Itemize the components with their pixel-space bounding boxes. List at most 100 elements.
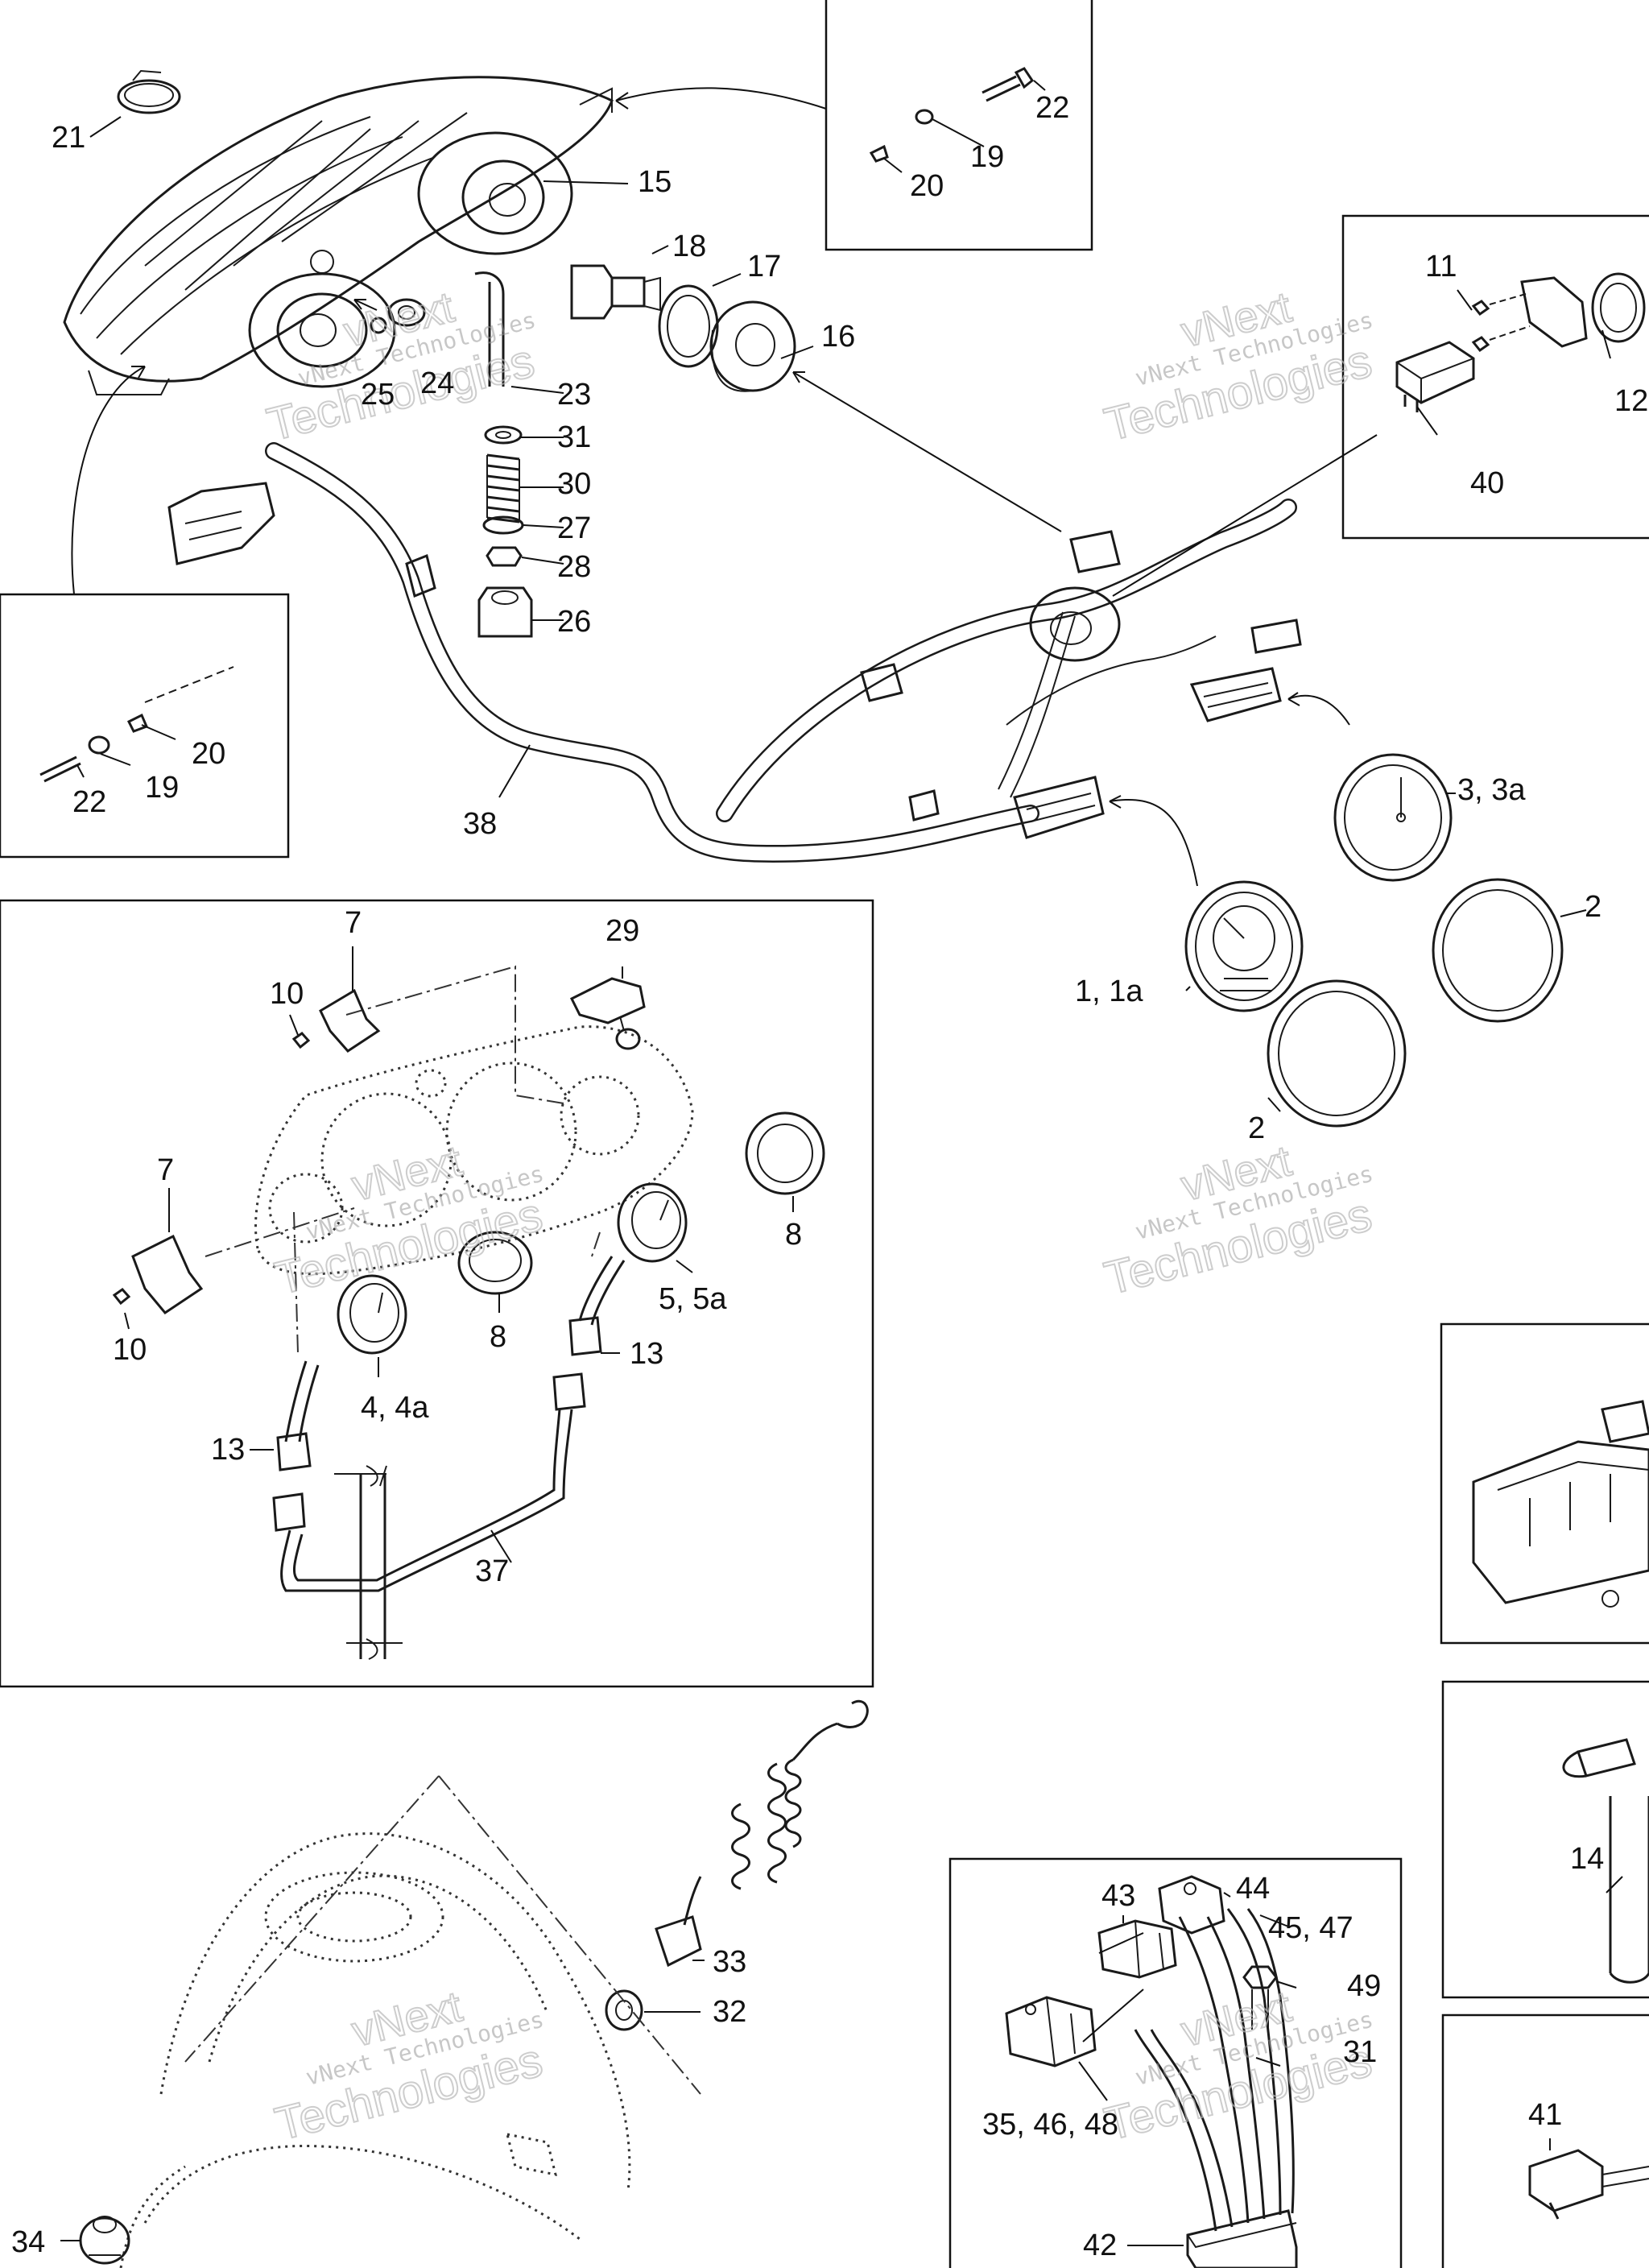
leader-lines [60, 80, 1623, 2246]
label-24: 24 [420, 366, 454, 400]
regulator-wires [1134, 1908, 1295, 2232]
regulator-42 [1186, 2209, 1298, 2268]
frame-connector-41 [1441, 2013, 1649, 2268]
label-26: 26 [557, 605, 591, 639]
label-20-top: 20 [910, 169, 944, 203]
tether-cord [605, 1700, 869, 2031]
label-42: 42 [1083, 2229, 1117, 2262]
grommet-24 [370, 298, 426, 334]
label-2-lower: 2 [1248, 1111, 1265, 1145]
gauge-3 [1333, 753, 1453, 882]
label-38: 38 [463, 807, 497, 841]
nut-10-lower [112, 1288, 131, 1306]
label-25: 25 [361, 378, 395, 412]
callout-labels: 22 19 20 21 15 18 17 16 24 25 23 31 30 2… [11, 91, 1648, 2262]
label-16: 16 [821, 320, 855, 354]
bracket-7-lower [131, 1234, 204, 1314]
label-43: 43 [1101, 1879, 1135, 1913]
label-14: 14 [1570, 1842, 1604, 1876]
label-22-left: 22 [72, 785, 106, 819]
harness-37 [280, 1409, 573, 1660]
label-7-lower: 7 [157, 1153, 174, 1187]
connector-35 [1005, 1996, 1097, 2067]
frame-mount-hardware-left [0, 593, 290, 859]
label-32: 32 [713, 1995, 746, 2029]
label-49: 49 [1347, 1969, 1381, 2003]
gauge-ring-2-lower [1267, 979, 1407, 1128]
gauge-tachometer-1 [1184, 880, 1304, 1012]
headlamp-assembly [63, 76, 614, 395]
connector-44 [1158, 1875, 1225, 1935]
label-21: 21 [52, 121, 85, 155]
label-18: 18 [672, 230, 706, 263]
nut-10-upper [291, 1032, 311, 1049]
fuse-box [1472, 1400, 1649, 1608]
frame-fuse-box [1440, 1322, 1649, 1645]
label-31-top: 31 [557, 420, 591, 454]
label-20-left: 20 [192, 737, 225, 771]
label-15: 15 [638, 165, 672, 199]
bezel-8-right [745, 1111, 825, 1195]
label-28: 28 [557, 550, 591, 584]
adjuster-stack [477, 425, 533, 638]
label-33: 33 [713, 1945, 746, 1979]
frame-regulator [948, 1857, 1403, 2268]
label-1-1a: 1, 1a [1075, 975, 1143, 1008]
label-3-3a: 3, 3a [1457, 773, 1526, 807]
label-10-lower: 10 [113, 1333, 147, 1367]
label-11: 11 [1425, 250, 1457, 284]
label-12: 12 [1614, 384, 1648, 418]
connector-13-right [552, 1316, 602, 1411]
gauge-ring-2-upper [1432, 878, 1564, 1023]
label-37: 37 [475, 1554, 509, 1588]
bracket-7-upper [319, 988, 381, 1053]
label-44: 44 [1236, 1872, 1270, 1906]
regulator-link-line [1082, 1932, 1144, 2042]
label-8-right: 8 [785, 1218, 802, 1252]
switch-34 [79, 2216, 130, 2265]
label-22-top: 22 [1035, 91, 1069, 125]
label-4-4a: 4, 4a [361, 1391, 429, 1425]
frame-gauge-cluster [0, 899, 874, 1688]
label-45-47: 45, 47 [1268, 1911, 1354, 1945]
label-17: 17 [747, 250, 781, 284]
label-8-center: 8 [490, 1320, 506, 1354]
label-29: 29 [605, 914, 639, 948]
label-13-right: 13 [630, 1337, 663, 1371]
switch-29 [569, 977, 646, 1050]
nut-49 [1242, 1965, 1278, 2030]
label-23: 23 [557, 378, 591, 412]
label-27: 27 [557, 511, 591, 545]
frame-sensor [1441, 1680, 1649, 1999]
reference-arrows [71, 87, 1378, 887]
frame-relay-mount [1341, 214, 1649, 540]
frame-mount-hardware-top [824, 0, 1093, 251]
label-19-left: 19 [145, 771, 179, 805]
label-13-left: 13 [211, 1433, 245, 1467]
sensor-14 [1562, 1738, 1649, 1984]
label-31-bottom: 31 [1343, 2035, 1377, 2069]
bezel-8-center [457, 1231, 533, 1295]
wiring-harness-38 [167, 442, 1302, 863]
connector-41 [1528, 2149, 1649, 2220]
label-2-upper: 2 [1585, 890, 1601, 924]
hardware-screw-washer-top [869, 67, 1035, 163]
gauge-4 [284, 1274, 407, 1442]
label-10-upper: 10 [270, 977, 304, 1011]
relay-assembly [1395, 272, 1646, 412]
label-5-5a: 5, 5a [659, 1282, 727, 1316]
label-41: 41 [1528, 2098, 1562, 2132]
bulb-and-cover [570, 264, 796, 392]
vent-tube-23 [474, 271, 505, 387]
gauge-5 [578, 1182, 688, 1326]
connector-13-left [272, 1432, 312, 1532]
label-30: 30 [557, 467, 591, 501]
ring-clip-21 [117, 69, 181, 114]
gauge-cluster-housing [205, 965, 694, 1354]
label-7-upper: 7 [345, 906, 362, 940]
label-40: 40 [1470, 466, 1504, 500]
label-34: 34 [11, 2225, 45, 2259]
